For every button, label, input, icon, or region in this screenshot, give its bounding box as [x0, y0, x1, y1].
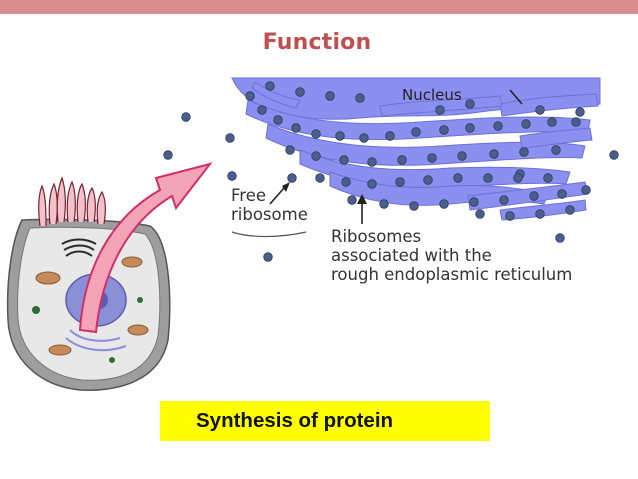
ribosome-dot	[315, 173, 325, 183]
ribosome-dot	[409, 201, 419, 211]
ribosome-dot	[519, 147, 529, 157]
ribosome-dot	[285, 145, 295, 155]
ribosome-dot	[325, 91, 335, 101]
ribosome-dot	[535, 105, 545, 115]
rer-label-line: Ribosomes	[331, 227, 422, 246]
pointer-arrow-icon	[357, 194, 367, 224]
ribosome-dot	[225, 133, 235, 143]
pointer-arrow-icon	[269, 182, 290, 205]
vesicle	[137, 297, 143, 303]
ribosome-dot	[379, 199, 389, 209]
ribosome-dot	[263, 252, 273, 262]
slide-title: Function	[262, 30, 372, 55]
ribosome-dot	[465, 123, 475, 133]
ribosome-dot	[287, 173, 297, 183]
ribosome-dot	[367, 179, 377, 189]
free-ribosome-label-line: Free	[231, 186, 267, 205]
mitochondrion	[35, 271, 61, 285]
ribosome-dot	[557, 189, 567, 199]
rer-label-line: rough endoplasmic reticulum	[331, 265, 573, 284]
ribosome-dot	[551, 145, 561, 155]
ribosome-dot	[341, 177, 351, 187]
ribosome-dot	[609, 150, 619, 160]
ribosome-dot	[427, 153, 437, 163]
ribosome-dot	[469, 197, 479, 207]
ribosome-dot	[581, 185, 591, 195]
ribosome-dot	[291, 123, 301, 133]
ribosome-dot	[457, 151, 467, 161]
mitochondrion	[127, 324, 149, 336]
ribosome-dot	[295, 87, 305, 97]
er-cisterna	[499, 93, 599, 117]
ribosome-dot	[335, 131, 345, 141]
ribosome-dot	[257, 105, 267, 115]
microvilli	[38, 176, 106, 227]
free-ribosome-label: Free ribosome	[231, 186, 308, 224]
caption-box: Synthesis of protein	[160, 401, 490, 441]
cell-er	[65, 329, 127, 352]
ribosome-dot	[439, 199, 449, 209]
ribosome-dot	[475, 209, 485, 219]
mitochondrion	[121, 256, 143, 268]
rer-label-line: associated with the	[331, 246, 492, 265]
ribosome-dot	[245, 91, 255, 101]
ribosome-dot	[505, 211, 515, 221]
ribosome-dot	[513, 173, 523, 183]
ribosome-dot	[359, 133, 369, 143]
er-cisterna	[245, 99, 591, 141]
ribosome-dot	[529, 191, 539, 201]
ribosome-dot	[411, 127, 421, 137]
er-cisterna	[499, 199, 587, 221]
ribosome-dot	[493, 121, 503, 131]
ribosome-dots	[163, 81, 619, 262]
top-accent-bar	[0, 0, 638, 14]
ribosome-dot	[543, 173, 553, 183]
ribosome-dot	[571, 117, 581, 127]
rer-ribosomes-label: Ribosomes associated with the rough endo…	[331, 227, 572, 284]
ribosome-dot	[535, 209, 545, 219]
free-ribosome-label-line: ribosome	[231, 205, 308, 224]
ribosome-dot	[311, 151, 321, 161]
ribosome-dot	[273, 115, 283, 125]
ribosome-dot	[163, 150, 173, 160]
ribosome-dot	[489, 149, 499, 159]
ribosome-dot	[347, 195, 357, 205]
ribosome-dot	[547, 117, 557, 127]
ribosome-dot	[439, 125, 449, 135]
ribosome-dot	[499, 195, 509, 205]
ribosome-dot	[521, 119, 531, 129]
golgi	[61, 238, 97, 257]
underline-swoosh	[231, 231, 307, 238]
ribosome-dot	[397, 155, 407, 165]
vesicle	[109, 357, 115, 363]
ribosome-dot	[265, 81, 275, 91]
ribosome-dot	[355, 93, 365, 103]
ribosome-dot	[339, 155, 349, 165]
ribosome-dot	[395, 177, 405, 187]
er-cisterna	[519, 127, 593, 149]
ribosome-dot	[385, 131, 395, 141]
ribosome-dot	[311, 129, 321, 139]
ribosome-dot	[575, 107, 585, 117]
ribosome-dot	[555, 233, 565, 243]
vesicle	[32, 306, 40, 314]
ribosome-dot	[435, 105, 445, 115]
ribosome-dot	[565, 205, 575, 215]
ribosome-dot	[181, 112, 191, 122]
ribosome-dot	[367, 157, 377, 167]
curved-arrow-icon	[78, 162, 213, 334]
ribosome-dot	[483, 173, 493, 183]
nucleus-label: Nucleus	[402, 86, 462, 104]
ribosome-dot	[227, 171, 237, 181]
ribosome-dot	[423, 175, 433, 185]
mitochondrion	[48, 344, 72, 356]
nucleus-pointer-line	[509, 89, 523, 105]
ribosome-dot	[465, 99, 475, 109]
ribosome-dot	[453, 173, 463, 183]
